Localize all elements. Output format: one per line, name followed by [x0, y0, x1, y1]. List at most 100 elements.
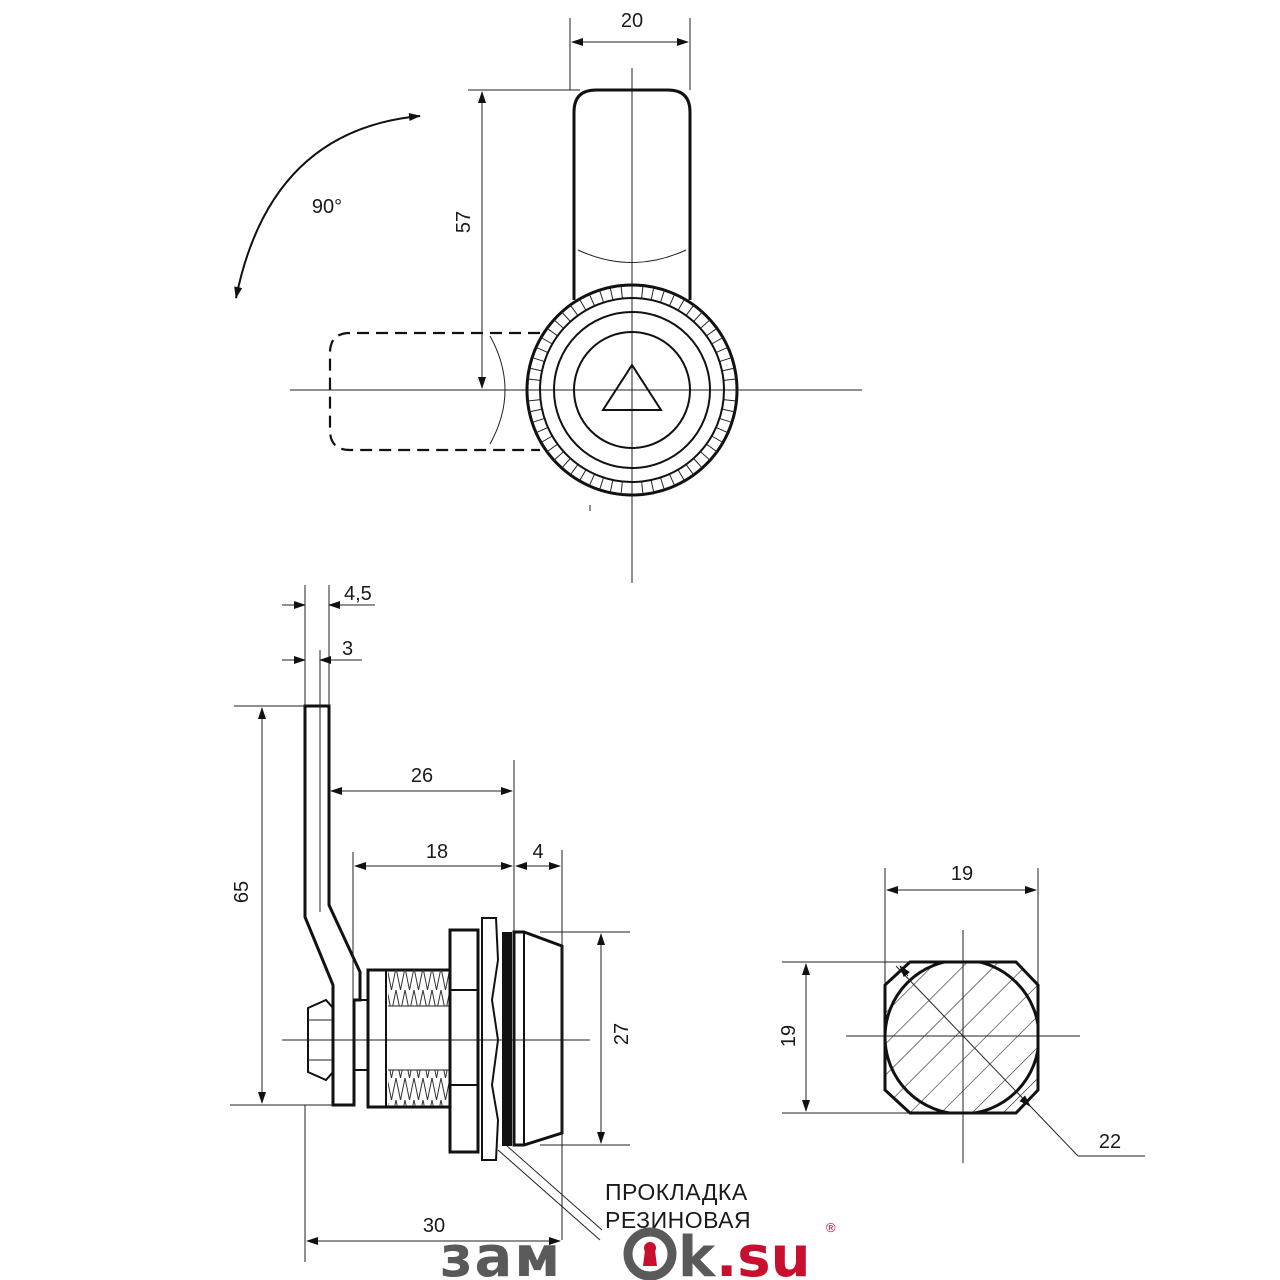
knurl-tick	[693, 311, 703, 322]
knurl-tick	[659, 289, 665, 303]
dim-section-height: 19	[778, 1025, 800, 1047]
knurl-tick	[723, 378, 737, 381]
knurl-tick	[711, 337, 724, 345]
knurl-tick	[540, 435, 553, 443]
registered-mark: ®	[826, 1220, 836, 1235]
knurl-tick	[659, 477, 665, 491]
knurl-tick	[706, 327, 718, 337]
dim-total-length: 30	[423, 1215, 445, 1237]
knurl-tick	[721, 367, 735, 372]
dim-section-width: 19	[951, 863, 973, 885]
knurl-tick	[677, 469, 685, 482]
knurl-tick	[535, 346, 549, 354]
knurl-tick	[561, 311, 571, 322]
panel-nut	[448, 928, 480, 1154]
knurl-tick	[531, 357, 545, 363]
dim-cam-thickness-outer: 4,5	[344, 583, 372, 605]
knurl-tick	[641, 481, 644, 495]
knurl-tick	[668, 473, 676, 487]
dim-section-diagonal: 22	[1099, 1131, 1121, 1153]
knurl-tick	[535, 426, 549, 434]
keyhole-icon	[623, 1227, 677, 1280]
knurl-tick	[715, 426, 729, 434]
knurl-tick	[588, 473, 596, 487]
section-view: 19 19 22	[778, 863, 1145, 1163]
knurl-tick	[527, 378, 541, 381]
knurl-tick	[553, 451, 564, 461]
dim-body-length: 18	[426, 841, 448, 863]
knurl-tick	[721, 408, 735, 413]
brand-logo: зам k .su ®	[440, 1220, 836, 1280]
knurl-tick	[693, 458, 703, 469]
knurl-tick	[711, 435, 724, 443]
cam-outline-rotated	[328, 331, 540, 452]
cam-outline-solid	[572, 88, 692, 300]
knurl-tick	[650, 479, 655, 493]
dim-width: 20	[621, 10, 643, 32]
cam-rotated-bend-arc	[489, 335, 506, 445]
knurl-tick	[609, 479, 614, 493]
triangle-key-icon	[601, 363, 663, 411]
spacer	[353, 999, 369, 1071]
face-bezel	[512, 930, 564, 1147]
knurl-tick	[609, 287, 614, 301]
knurl-tick	[531, 417, 545, 423]
knurl-tick	[553, 319, 564, 329]
knurl-tick	[579, 298, 587, 311]
knurl-tick	[620, 285, 623, 299]
keyway-ring	[573, 331, 691, 449]
knurled-ring-inner	[539, 297, 725, 483]
face-ring	[553, 311, 711, 469]
knurl-tick	[677, 298, 685, 311]
dim-angle: 90°	[312, 196, 342, 218]
knurl-tick	[599, 477, 605, 491]
knurl-tick	[706, 443, 718, 453]
knurl-tick	[700, 451, 711, 461]
knurl-tick	[529, 367, 543, 372]
dim-face-depth: 4	[532, 841, 543, 863]
knurl-tick	[650, 287, 655, 301]
knurl-tick	[685, 304, 695, 316]
knurl-tick	[719, 357, 733, 363]
knurl-tick	[599, 289, 605, 303]
logo-text-k: k	[678, 1225, 717, 1280]
hex-nut	[307, 998, 334, 1082]
knurl-tick	[527, 399, 541, 402]
knurl-tick	[668, 293, 676, 307]
knurl-tick	[715, 346, 729, 354]
knurl-tick	[579, 469, 587, 482]
knurl-tick	[685, 464, 695, 476]
thread-bottom	[388, 1070, 450, 1106]
gasket-note-line2: РЕЗИНОВАЯ	[605, 1207, 751, 1233]
knurl-tick	[546, 443, 558, 453]
side-view: 4,5 3 65 26 18 4 27 30 ПР	[230, 583, 751, 1262]
serrated-washer	[481, 917, 500, 1161]
gasket-leader	[506, 1145, 603, 1231]
knurl-tick	[561, 458, 571, 469]
gasket-note-line1: ПРОКЛАДКА	[605, 1179, 748, 1205]
logo-text-start: зам	[440, 1225, 562, 1280]
dim-cam-thickness-inner: 3	[342, 638, 353, 660]
dim-length: 57	[453, 211, 475, 233]
knurl-tick	[723, 399, 737, 402]
knurl-tick	[700, 319, 711, 329]
knurl-tick	[588, 293, 596, 307]
dim-cam-offset: 26	[411, 765, 433, 787]
logo-text-domain: .su	[716, 1225, 810, 1280]
rotation-arc	[234, 113, 421, 299]
knurl-tick	[719, 417, 733, 423]
knurl-tick	[641, 285, 644, 299]
knurl-ticks	[527, 285, 737, 495]
dim-cam-height: 65	[231, 881, 253, 903]
knurl-tick	[529, 408, 543, 413]
knurl-tick	[569, 464, 579, 476]
knurl-tick	[546, 327, 558, 337]
rubber-gasket	[502, 932, 512, 1146]
knurl-tick	[540, 337, 553, 345]
dim-face-diameter: 27	[611, 1023, 633, 1045]
top-view: 20 57 90°	[234, 10, 862, 583]
knurl-tick	[569, 304, 579, 316]
cam-bend-arc	[577, 249, 687, 263]
knurl-tick	[620, 481, 623, 495]
